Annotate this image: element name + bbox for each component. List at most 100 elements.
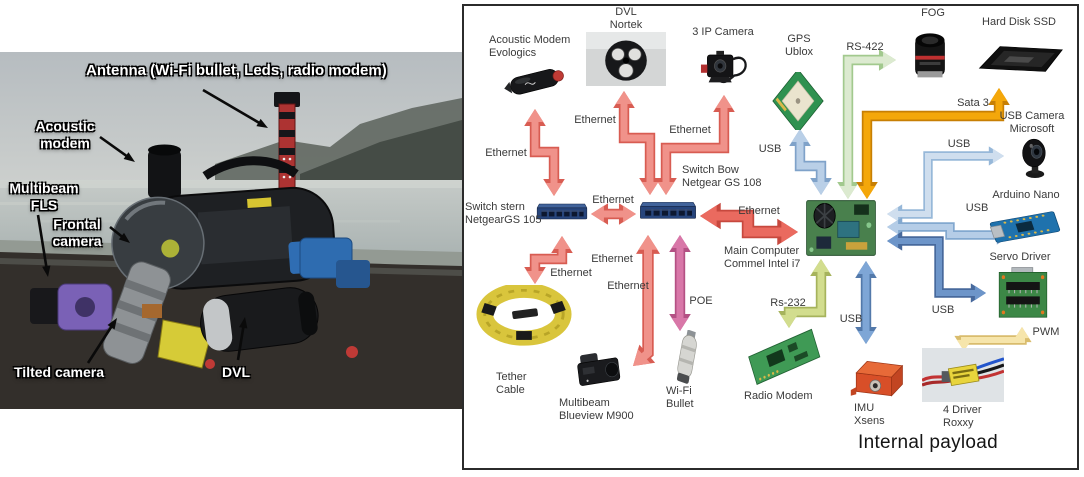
photo-label-multibeam-fls: Multibeam FLS bbox=[0, 180, 88, 214]
edge-label: Ethernet bbox=[592, 194, 634, 206]
edge-label: Ethernet bbox=[574, 114, 616, 126]
node-label-line: USB Camera bbox=[999, 110, 1065, 122]
node-label-line: Commel Intel i7 bbox=[724, 258, 801, 270]
node-label-line: GPS bbox=[787, 33, 811, 45]
bullet-icon bbox=[677, 330, 697, 384]
annotation-arrow bbox=[118, 232, 130, 243]
photo-label-acoustic-modem: Acoustic modem bbox=[28, 118, 102, 152]
node-label-line: Ublox bbox=[784, 46, 814, 58]
photo-label-line: FLS bbox=[30, 197, 58, 213]
node-label-line: IMU bbox=[854, 402, 875, 414]
servo-board-icon bbox=[998, 267, 1048, 318]
node-label-line: DVL bbox=[615, 6, 637, 18]
node-label-line: Blueview M900 bbox=[559, 410, 634, 422]
auv-photo-scene bbox=[0, 52, 462, 409]
edge-pwm-servo-roxxy bbox=[954, 327, 1032, 351]
diagram-edges-canvas bbox=[524, 49, 1032, 366]
annotation-arrow bbox=[107, 318, 117, 330]
network-switch-icon bbox=[639, 202, 697, 219]
node-label-line: 4 Driver bbox=[943, 404, 982, 416]
sonar-head-icon bbox=[577, 353, 621, 386]
node-label-line: Bullet bbox=[666, 398, 694, 410]
annotation-arrow bbox=[86, 324, 114, 364]
photo-label-antenna: Antenna (Wi-Fi bullet, Leds, radio modem… bbox=[86, 62, 387, 79]
annotation-arrow bbox=[239, 317, 248, 329]
node-label-line: Radio Modem bbox=[744, 390, 813, 402]
photo-label-frontal-camera: Frontal camera bbox=[44, 216, 110, 250]
fog-icon bbox=[915, 33, 945, 78]
edge-label: PWM bbox=[1032, 326, 1060, 338]
edge-ethernet-stern-bow bbox=[591, 203, 636, 225]
node-label-line: Acoustic Modem bbox=[489, 34, 571, 46]
edge-usb-main-usbcamera bbox=[887, 146, 1004, 224]
edge-label: Ethernet bbox=[550, 267, 592, 279]
node-label-line: Switch stern bbox=[465, 201, 525, 213]
node-label-line: Hard Disk SSD bbox=[982, 16, 1056, 28]
photo-label-line: camera bbox=[52, 233, 102, 249]
auv-robot bbox=[30, 92, 370, 369]
node-label-line: 3 IP Camera bbox=[692, 26, 754, 38]
motherboard-icon bbox=[806, 200, 876, 256]
cable-coil-icon bbox=[476, 285, 572, 346]
dvl-icon bbox=[586, 32, 666, 86]
edge-rs232-main-radiomodem bbox=[778, 259, 832, 328]
edge-label: Ethernet bbox=[738, 205, 780, 217]
edge-poe-bow-wifibullet bbox=[669, 235, 691, 331]
edge-sata3-main-ssd bbox=[856, 88, 1010, 199]
edge-label: USB bbox=[839, 313, 863, 325]
edge-ethernet-bow-multibeam bbox=[633, 235, 660, 366]
node-label-fog: FOG bbox=[921, 7, 945, 20]
edge-label: USB bbox=[965, 202, 989, 214]
edge-label: Rs-232 bbox=[770, 297, 806, 309]
gps-board-icon bbox=[772, 72, 824, 130]
node-label-line: Switch Bow bbox=[682, 164, 739, 176]
photo-label-dvl: DVL bbox=[222, 364, 250, 380]
node-label-line: Tether bbox=[496, 371, 527, 383]
node-label-line: Microsoft bbox=[1009, 123, 1055, 135]
edge-ethernet-bow-ipcamera bbox=[655, 95, 735, 195]
ip-camera-icon bbox=[700, 50, 747, 84]
edge-usb-main-imu bbox=[855, 261, 877, 344]
node-label-radio-modem: Radio Modem bbox=[744, 390, 812, 403]
auv-photo: Antenna (Wi-Fi bullet, Leds, radio modem… bbox=[0, 52, 462, 409]
photo-label-line: Acoustic bbox=[35, 118, 95, 134]
node-label-line: Servo Driver bbox=[989, 251, 1051, 263]
edge-label: Sata 3 bbox=[957, 97, 989, 109]
edge-ethernet-bow-dvl bbox=[613, 91, 661, 195]
photo-annotation-arrows bbox=[36, 88, 268, 364]
edge-usb-main-servo bbox=[887, 231, 986, 303]
node-label-line: Evologics bbox=[489, 47, 537, 59]
node-label-line: Main Computer bbox=[724, 245, 800, 257]
imu-icon bbox=[850, 361, 904, 397]
diagram-title: Internal payload bbox=[858, 432, 999, 453]
node-label-line: Roxxy bbox=[943, 417, 974, 429]
photo-label-line: Frontal bbox=[53, 216, 101, 232]
node-label-line: Cable bbox=[496, 384, 525, 396]
node-label-servo-driver: Servo Driver bbox=[989, 251, 1050, 264]
photo-label-line: modem bbox=[40, 135, 90, 151]
pcb-icon bbox=[748, 328, 821, 385]
node-label-line: Arduino Nano bbox=[992, 189, 1060, 201]
network-switch-icon bbox=[536, 203, 588, 220]
edge-usb-main-gps bbox=[789, 129, 832, 195]
edge-label: POE bbox=[689, 295, 713, 307]
annotation-arrow bbox=[99, 135, 130, 159]
webcam-icon bbox=[1022, 138, 1046, 179]
node-label-line: FOG bbox=[921, 7, 945, 19]
annotation-arrow bbox=[256, 118, 268, 128]
sonar-modem-icon bbox=[504, 69, 564, 95]
photo-label-tilted-camera: Tilted camera bbox=[14, 364, 105, 380]
ssd-icon bbox=[978, 46, 1063, 72]
edge-label: USB bbox=[758, 143, 782, 155]
edge-label: Ethernet bbox=[607, 280, 649, 292]
photo-label-line: Multibeam bbox=[9, 180, 79, 196]
edge-label: Ethernet bbox=[485, 147, 527, 159]
edge-ethernet-bow-main bbox=[700, 202, 798, 246]
